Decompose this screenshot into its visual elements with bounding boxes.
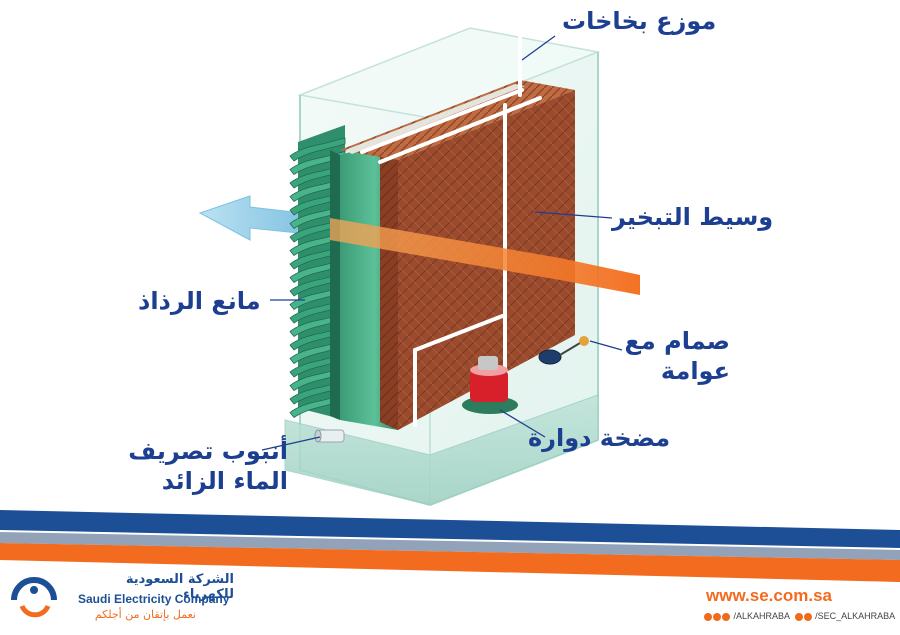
slogan-ar: نعمل بإتقان من أجلكم: [94, 608, 196, 621]
company-name-ar: الشركة السعودية للكهرباء: [125, 572, 234, 602]
social-handle-1[interactable]: /ALKAHRABA: [733, 611, 790, 621]
louver-fin: [289, 137, 346, 162]
website-link[interactable]: www.se.com.sa: [706, 586, 832, 605]
label-float-valve-line1: صمام مع: [624, 327, 731, 355]
footer-stripes: [0, 510, 900, 582]
label-overflow-pipe: أنبوب تصريف الماء الزائد: [118, 436, 288, 496]
float-valve: [538, 336, 589, 365]
label-float-valve: صمام مع عوامة: [624, 326, 731, 386]
snapchat-icon[interactable]: [803, 612, 812, 621]
company-name-en: Saudi Electricity Company: [78, 592, 230, 606]
sec-logo-icon: [11, 577, 57, 618]
label-drift-eliminator: مانع الرذاذ: [138, 287, 261, 315]
hot-air-arrow: [330, 218, 640, 295]
leader-lines: [261, 35, 623, 451]
youtube-icon[interactable]: [722, 612, 730, 621]
label-pump: مضخة دوارة: [528, 424, 671, 452]
pump: [462, 356, 518, 414]
water-basin: [284, 394, 599, 506]
label-evaporative-media: وسيط التبخير: [612, 203, 774, 231]
label-float-valve-line2: عوامة: [660, 357, 730, 385]
facebook-icon[interactable]: [713, 612, 721, 621]
social-handle-2[interactable]: /SEC_ALKAHRABA: [815, 611, 896, 621]
overflow-pipe: [314, 429, 345, 443]
twitter-icon[interactable]: [794, 612, 803, 621]
social-handles: /ALKAHRABA /SEC_ALKAHRABA: [704, 611, 895, 621]
label-overflow-line1: أنبوب تصريف: [128, 437, 288, 465]
label-spray-distributor: موزع بخاخات: [562, 7, 717, 35]
instagram-icon[interactable]: [704, 612, 712, 621]
evaporative-media-block: [340, 80, 575, 430]
label-overflow-line2: الماء الزائد: [161, 467, 288, 495]
